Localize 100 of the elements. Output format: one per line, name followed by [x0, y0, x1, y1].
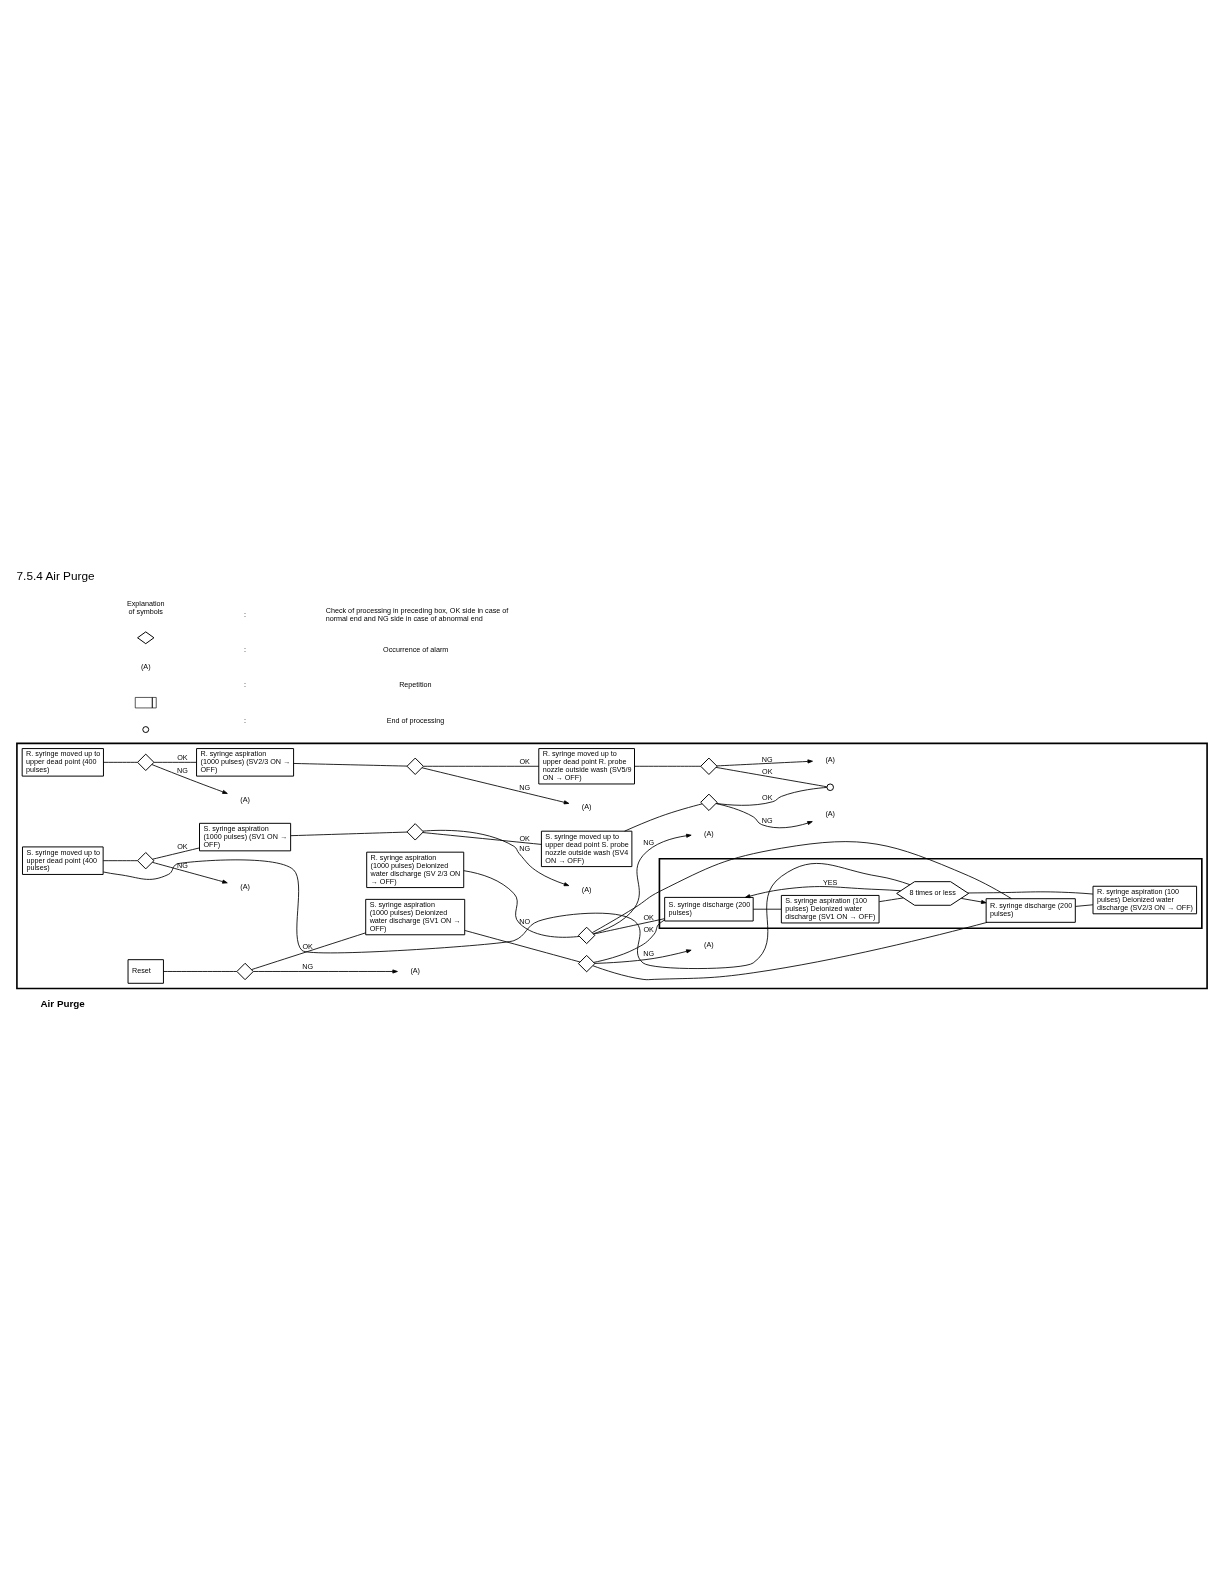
- node-diamond: [577, 926, 596, 944]
- node-text: (A): [240, 794, 250, 804]
- connector: [624, 802, 703, 832]
- node-box: R. syringe aspiration (1000 pulses) (SV2/3 ON → OFF): [196, 747, 295, 777]
- edge-label: NO: [519, 916, 531, 926]
- connector: [463, 869, 580, 938]
- label: :: [244, 644, 247, 654]
- edge-label: NG: [302, 961, 314, 971]
- edge-label: NG: [519, 782, 531, 792]
- edge-label: OK: [519, 833, 530, 843]
- edge-label: NG: [761, 815, 773, 825]
- arrow: [151, 763, 228, 794]
- connector: [593, 919, 666, 963]
- arrow: [253, 968, 398, 973]
- connector: [1075, 903, 1094, 907]
- arrow: [594, 948, 692, 964]
- connector: [752, 908, 782, 910]
- connector: [102, 859, 138, 861]
- connector: [634, 765, 702, 767]
- node-box: R. syringe moved up to upper dead point R. probe nozzle outside wash (SV5/9 ON → OFF): [538, 747, 635, 784]
- cluster: [16, 742, 1208, 989]
- edge-label: OK: [177, 841, 188, 851]
- node-text: (A): [240, 881, 250, 891]
- node-diamond: [137, 753, 155, 771]
- node-diamond: [236, 962, 254, 980]
- node-diamond: [406, 757, 424, 775]
- cluster: [658, 857, 1203, 929]
- legend-label: Repetition: [399, 679, 432, 689]
- connector: [163, 970, 238, 972]
- edge-label: OK: [762, 766, 773, 776]
- diagram-title: 7.5.4 Air Purge: [16, 568, 95, 583]
- connector: [290, 831, 408, 836]
- connector: [593, 917, 665, 934]
- edge-label: OK: [762, 792, 773, 802]
- node-diamond: [577, 954, 596, 972]
- connector: [715, 766, 828, 787]
- edge-label: NG: [177, 765, 188, 775]
- arrow: [715, 802, 813, 828]
- edge-label: NG: [519, 843, 531, 853]
- node-box: Reset: [127, 958, 164, 984]
- node-box: R. syringe moved up to upper dead point (400 pulses): [21, 747, 104, 777]
- connector: [293, 762, 408, 767]
- edge-label: NG: [761, 754, 773, 764]
- node-box: S. syringe moved up to upper dead point S. probe nozzle outside wash (SV4 ON → OFF): [540, 830, 633, 867]
- label: :: [244, 609, 247, 619]
- connector: [715, 786, 828, 806]
- node-text: (A): [704, 828, 714, 838]
- node-text: (A): [410, 965, 421, 975]
- connector: [878, 897, 904, 902]
- edge-label: OK: [519, 756, 530, 766]
- node-diamond: [700, 757, 718, 775]
- edge-label: OK: [643, 912, 654, 922]
- node-text: (A): [825, 808, 836, 818]
- edge-label: YES: [823, 877, 838, 887]
- node-box: R. syringe aspiration (100 pulses) Deionized water discharge (SV2/3 ON → OFF): [1092, 885, 1198, 914]
- node-box: R. syringe aspiration (1000 pulses) Deionized water discharge (SV 2/3 ON → OFF): [366, 851, 465, 888]
- edge-label: NG: [643, 948, 655, 958]
- arrow: [422, 829, 570, 886]
- node-text: (A): [581, 884, 592, 894]
- arrow: [592, 833, 692, 934]
- connector: [152, 847, 200, 860]
- node-text: (A): [704, 939, 714, 949]
- connector: [592, 921, 988, 980]
- arrow: [421, 766, 570, 804]
- connector: [422, 831, 542, 845]
- node-box: S. syringe aspiration (1000 pulses) Deionized water discharge (SV1 ON → OFF): [365, 898, 466, 935]
- connector: [967, 890, 1094, 894]
- arrow: [716, 758, 813, 766]
- label: Air Purge: [40, 997, 85, 1009]
- label: :: [244, 679, 247, 689]
- arrow: [152, 861, 228, 884]
- edge-label: OK: [177, 752, 188, 762]
- connector: [464, 929, 581, 962]
- node-diamond: [137, 851, 155, 869]
- label: Explanation of symbols: [126, 598, 165, 616]
- legend-label: Check of processing in preceding box, OK side in case of normal end and NG side in case of abnormal end: [325, 605, 509, 623]
- node-circle: [826, 783, 834, 791]
- node-box: S. syringe moved up to upper dead point (400 pulses): [22, 845, 104, 875]
- node-box: S. syringe aspiration (1000 pulses) (SV1 ON → OFF): [199, 822, 292, 851]
- legend-label: End of processing: [386, 715, 445, 725]
- node-diamond: [700, 793, 718, 811]
- arrow: [960, 897, 987, 904]
- connector: [423, 765, 540, 767]
- node-text: (A): [825, 754, 836, 764]
- connector: [102, 858, 911, 969]
- node-diamond: [406, 822, 424, 840]
- connector: [251, 931, 367, 970]
- edge-label: OK: [302, 941, 313, 951]
- node-box: S. syringe discharge (200 pulses): [664, 896, 754, 921]
- label: (A): [140, 661, 151, 671]
- label: :: [244, 715, 247, 725]
- edge-label: NG: [177, 860, 188, 870]
- edge-label: NG: [643, 837, 655, 847]
- connector: [103, 761, 138, 763]
- connector: [153, 761, 197, 763]
- arrow: [744, 885, 902, 898]
- legend-label: Occurrence of alarm: [383, 644, 449, 654]
- node-box: S. syringe aspiration (100 pulses) Deionized water discharge (SV1 ON → OFF): [780, 894, 880, 923]
- connector: [591, 840, 1012, 933]
- node-box: R. syringe discharge (200 pulses): [985, 897, 1076, 923]
